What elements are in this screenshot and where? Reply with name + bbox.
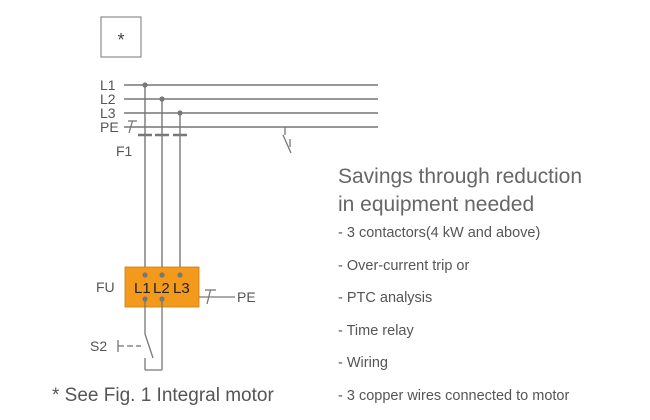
contact-symbol	[283, 127, 291, 153]
savings-heading: Savings through reduction in equipment n…	[338, 163, 638, 219]
fu-pe-label: PE	[237, 289, 256, 305]
savings-list: - 3 contactors(4 kW and above) - Over-cu…	[338, 225, 569, 420]
switch-s2	[118, 299, 162, 370]
fu-terminal-l3: L3	[173, 280, 190, 297]
heading-line-1: Savings through reduction	[338, 163, 638, 191]
list-item: - 3 copper wires connected to motor	[338, 388, 569, 420]
marker-box-text: *	[117, 30, 124, 50]
switch-label: S2	[90, 338, 107, 354]
label-pe: PE	[100, 119, 119, 135]
fuse-label: F1	[116, 143, 133, 159]
fu-label: FU	[96, 279, 115, 295]
list-item: - Over-current trip or	[338, 258, 569, 291]
fu-pe-connection	[199, 290, 235, 304]
list-item: - Time relay	[338, 323, 569, 356]
heading-line-2: in equipment needed	[338, 191, 638, 219]
list-item: - 3 contactors(4 kW and above)	[338, 225, 569, 258]
footnote: * See Fig. 1 Integral motor	[52, 385, 274, 407]
list-item: - PTC analysis	[338, 290, 569, 323]
fu-terminal-l1: L1	[134, 280, 151, 297]
list-item: - Wiring	[338, 355, 569, 388]
fu-terminal-l2: L2	[153, 280, 170, 297]
